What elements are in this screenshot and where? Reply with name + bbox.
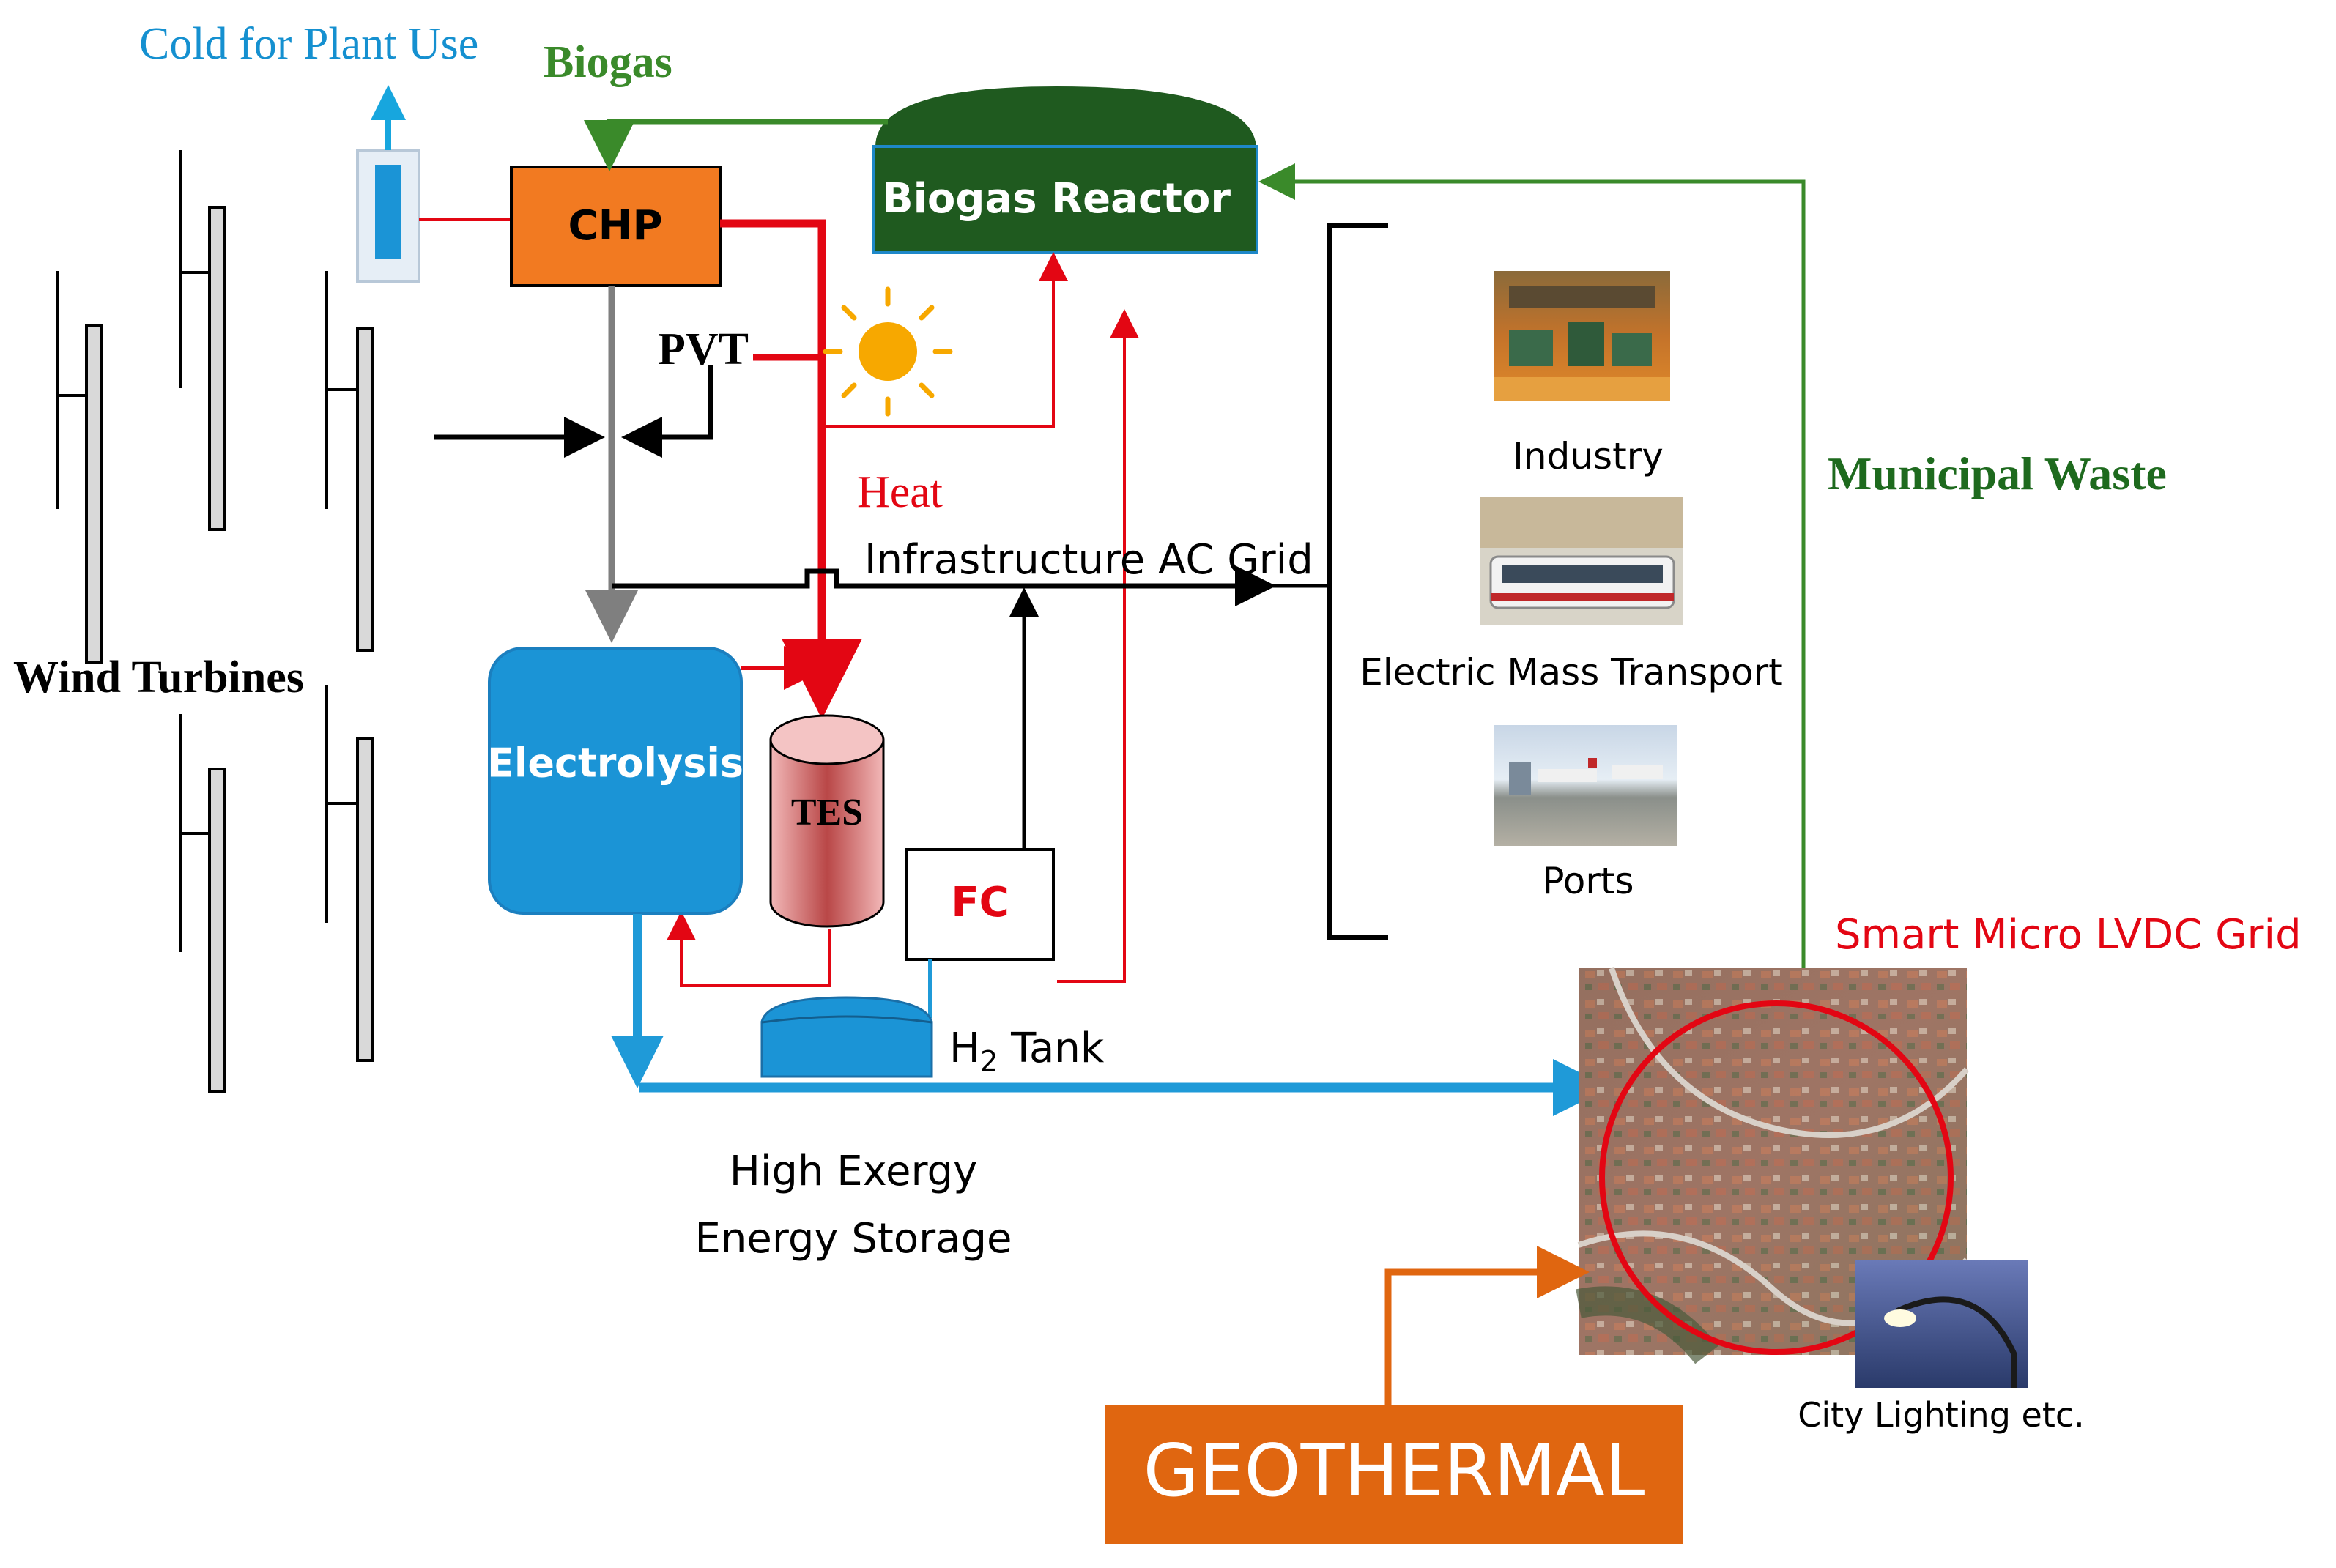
chp-label: CHP — [568, 202, 662, 250]
electric-mass-transport-label: Electric Mass Transport — [1360, 651, 1783, 694]
municipal-waste-arrow — [1258, 163, 1806, 970]
cold-for-plant-use-label: Cold for Plant Use — [139, 19, 478, 69]
biogas-flow-arrow — [584, 119, 888, 171]
wind-turbines-label: Wind Turbines — [13, 653, 304, 702]
h2-tank-label-rest: Tank — [998, 1025, 1105, 1072]
pvt-label: PVT — [658, 324, 749, 374]
h2-tank-label-h: H — [949, 1025, 980, 1072]
smart-micro-lvdc-grid-label: Smart Micro LVDC Grid — [1835, 911, 2302, 959]
tes-label: TES — [791, 792, 863, 833]
municipal-waste-label: Municipal Waste — [1828, 447, 2167, 499]
geothermal-arrow — [1384, 1246, 1590, 1405]
ports-photo — [1494, 725, 1677, 846]
infrastructure-ac-grid-label: Infrastructure AC Grid — [864, 536, 1313, 584]
geothermal-box — [1105, 1405, 1683, 1544]
tes-tank — [769, 714, 885, 928]
h2-tank-label-subscript: 2 — [980, 1045, 998, 1077]
consumers-bracket — [1327, 223, 1388, 940]
cold-unit-icon — [356, 85, 420, 283]
fc-heat-arrow — [1057, 309, 1139, 983]
ports-label: Ports — [1542, 860, 1634, 902]
wind-turbines — [56, 150, 374, 1093]
h2-tank-label: H2 Tank — [949, 1025, 1105, 1077]
wind-turbine-icon — [179, 150, 226, 531]
chp-heat-line — [720, 219, 862, 719]
geothermal-label: GEOTHERMAL — [1143, 1430, 1645, 1513]
wind-turbine-icon — [325, 685, 374, 1062]
biogas-reactor — [872, 86, 1258, 254]
sun-icon — [823, 286, 953, 417]
biogas-label: Biogas — [544, 37, 672, 87]
fc-box — [905, 848, 1055, 961]
high-exergy-label-line2: Energy Storage — [695, 1215, 1012, 1263]
wind-turbine-icon — [179, 714, 226, 1093]
high-exergy-label-line1: High Exergy — [730, 1148, 978, 1195]
h2-tank — [760, 996, 933, 1078]
pvt-power-arrow — [621, 365, 713, 458]
electric-mass-transport-photo — [1480, 497, 1683, 625]
electrolysis-label: Electrolysis — [487, 740, 744, 787]
biogas-reactor-label: Biogas Reactor — [882, 175, 1231, 223]
industry-label: Industry — [1513, 435, 1664, 478]
wind-turbine-icon — [325, 271, 374, 652]
heat-to-reactor-arrow — [822, 252, 1068, 428]
fc-label: FC — [951, 879, 1009, 926]
tes-return-heat-arrow — [667, 911, 831, 987]
heat-label: Heat — [857, 467, 943, 517]
city-lighting-label: City Lighting etc. — [1798, 1395, 2085, 1435]
wind-turbine-icon — [56, 271, 103, 664]
ac-grid-line — [612, 565, 1276, 606]
lvdc-grid-circle — [1599, 1000, 1954, 1355]
electrolysis-box — [488, 647, 743, 915]
industry-photo — [1494, 271, 1670, 401]
city-lighting-photo — [1855, 1260, 2028, 1388]
